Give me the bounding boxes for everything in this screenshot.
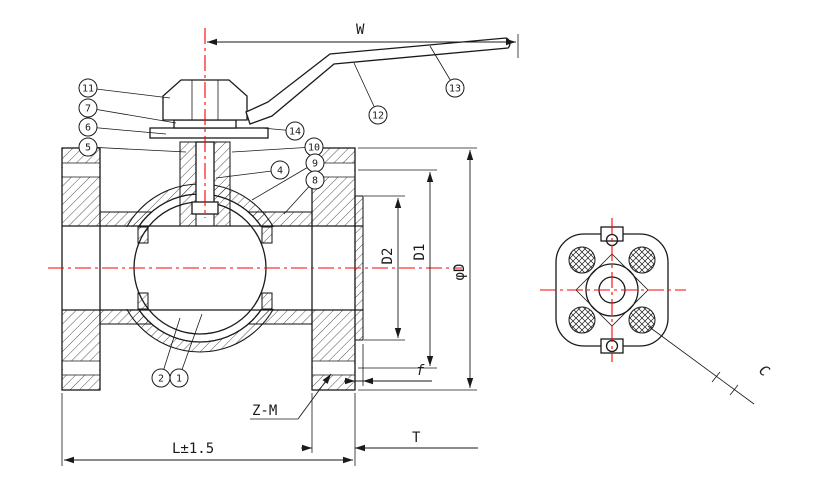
end-view-bolt-hole-br <box>628 306 656 334</box>
end-view-bolt-hole-tl <box>568 246 596 274</box>
balloon-11: 11 <box>78 78 171 99</box>
left-flange-bolt-hole-bottom <box>63 361 99 375</box>
balloon-9-label: 9 <box>312 159 318 170</box>
balloon-2: 2 <box>151 317 181 388</box>
balloon-12-label: 12 <box>372 111 384 122</box>
balloon-14-label: 14 <box>289 127 301 138</box>
dim-label-w: W <box>356 22 365 38</box>
left-flange <box>61 147 101 391</box>
balloon-14: 14 <box>261 121 305 141</box>
dimension-d1: D1 <box>358 169 437 369</box>
dim-label-zm: Z-M <box>252 403 277 419</box>
balloon-7-label: 7 <box>85 104 91 115</box>
dimension-t: T <box>301 393 478 466</box>
dimension-f: f <box>344 344 432 386</box>
dimension-phid: φD <box>358 147 477 391</box>
balloon-5: 5 <box>78 137 187 157</box>
balloon-4: 4 <box>215 160 290 180</box>
balloon-6-label: 6 <box>85 123 91 134</box>
balloon-5-label: 5 <box>85 143 91 154</box>
right-flange <box>311 147 364 391</box>
dimension-c: C <box>647 325 773 405</box>
balloon-8: 8 <box>283 170 325 215</box>
dim-label-l: L±1.5 <box>172 441 214 457</box>
balloon-2-label: 2 <box>158 374 164 385</box>
seat-rings <box>137 226 273 310</box>
dimension-l: L±1.5 <box>61 393 353 466</box>
valve-section-view <box>61 37 511 391</box>
balloon-8-label: 8 <box>312 176 318 187</box>
balloon-7: 7 <box>78 98 177 124</box>
dim-label-t: T <box>412 430 421 446</box>
balloon-13: 13 <box>429 45 465 98</box>
balloon-1-label: 1 <box>176 374 182 385</box>
balloon-11-label: 11 <box>82 84 94 95</box>
balloon-callouts: 11 7 6 5 14 12 13 10 <box>78 45 465 388</box>
dim-label-d1: D1 <box>412 244 428 261</box>
dimension-d2: D2 <box>364 195 405 341</box>
balloon-12: 12 <box>353 62 388 125</box>
balloon-1: 1 <box>169 313 203 388</box>
left-flange-bolt-hole-top <box>63 163 99 177</box>
dim-label-f: f <box>416 363 425 379</box>
mounting-plate <box>149 127 269 139</box>
balloon-13-label: 13 <box>449 84 461 95</box>
right-flange-bolt-hole-bottom <box>313 361 354 375</box>
balloon-10-label: 10 <box>308 143 320 154</box>
bolt-note-zm: Z-M <box>250 373 332 420</box>
dim-label-c: C <box>756 362 773 380</box>
dimension-w: W <box>207 22 519 58</box>
dim-label-d2: D2 <box>380 248 396 265</box>
end-view-raised-face <box>585 263 639 317</box>
end-view-bolt-hole-tr <box>628 246 656 274</box>
stem-nut <box>162 79 248 121</box>
balloon-6: 6 <box>78 117 167 137</box>
centerlines <box>48 28 686 362</box>
dim-label-phid: φD <box>452 264 468 281</box>
balloon-10: 10 <box>231 137 324 157</box>
balloon-4-label: 4 <box>277 166 283 177</box>
end-view-bolt-hole-bl <box>568 306 596 334</box>
